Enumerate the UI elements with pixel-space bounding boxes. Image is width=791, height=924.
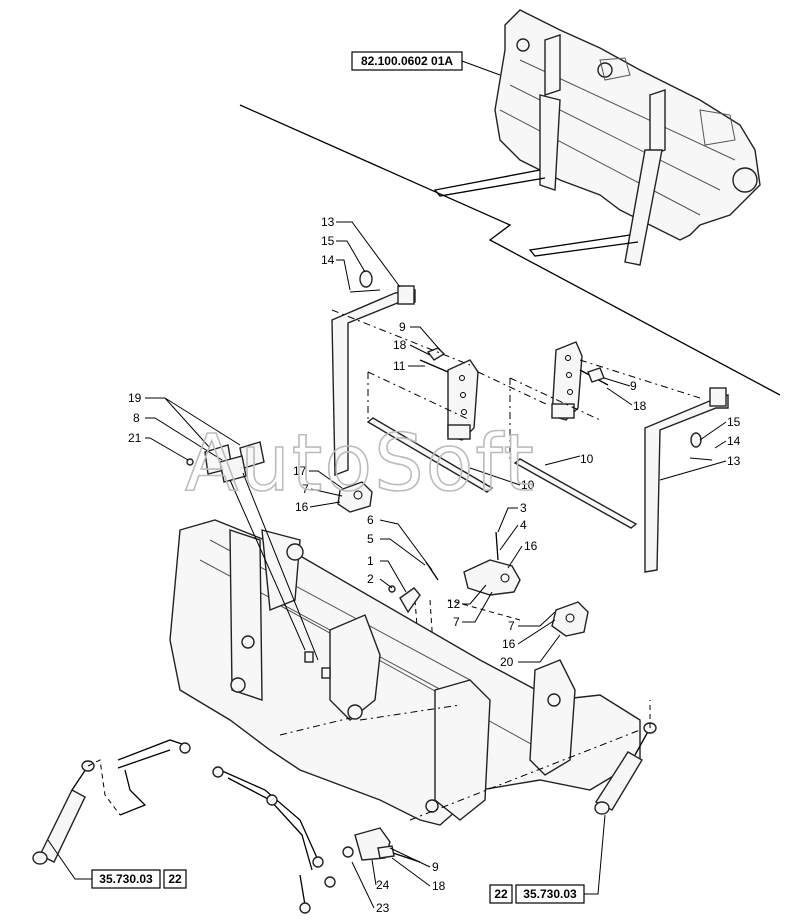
left-fork-tine bbox=[331, 270, 416, 477]
callout-16-right: 16 bbox=[502, 637, 516, 651]
callout-18-bottom: 18 bbox=[432, 879, 446, 893]
callout-7-center: 7 bbox=[453, 615, 460, 629]
callout-9-bottom: 9 bbox=[432, 860, 439, 874]
latch-center bbox=[463, 531, 521, 596]
right-mounting-bracket bbox=[551, 341, 583, 421]
wear-pads bbox=[186, 441, 265, 483]
callout-11: 11 bbox=[393, 359, 406, 373]
callout-23: 23 bbox=[376, 901, 390, 915]
callout-12: 12 bbox=[447, 597, 461, 611]
callout-17: 17 bbox=[293, 464, 307, 478]
callout-8: 8 bbox=[133, 411, 140, 425]
main-bucket bbox=[169, 519, 641, 826]
bottom-latch bbox=[342, 827, 421, 863]
left-mounting-bracket bbox=[447, 359, 479, 441]
svg-text:22: 22 bbox=[168, 872, 182, 886]
callout-15-right: 15 bbox=[727, 415, 741, 429]
callout-20: 20 bbox=[500, 655, 514, 669]
callout-21: 21 bbox=[128, 431, 142, 445]
callout-7-right: 7 bbox=[508, 619, 515, 633]
callout-10-right: 10 bbox=[580, 452, 594, 466]
callout-1: 1 bbox=[367, 554, 374, 568]
reference-box-right: 22 35.730.03 bbox=[489, 814, 606, 904]
callout-7-left: 7 bbox=[302, 482, 309, 496]
watermark-text: AutoSoft bbox=[185, 419, 536, 509]
right-fork-tine bbox=[644, 387, 729, 573]
svg-text:35.730.03: 35.730.03 bbox=[99, 872, 153, 886]
svg-text:35.730.03: 35.730.03 bbox=[523, 887, 577, 901]
svg-text:22: 22 bbox=[494, 887, 508, 901]
latch-right bbox=[551, 601, 589, 637]
cylinder-left bbox=[32, 760, 95, 865]
callout-6: 6 bbox=[367, 513, 374, 527]
callout-10-left: 10 bbox=[521, 478, 535, 492]
callout-2: 2 bbox=[367, 572, 374, 586]
callout-9-left: 9 bbox=[399, 320, 406, 334]
assembly-line-left bbox=[331, 309, 549, 422]
reference-box-top: 82.100.0602 01A bbox=[351, 51, 501, 76]
callout-16-center: 16 bbox=[524, 539, 538, 553]
leader-wear-pad bbox=[229, 472, 319, 661]
spring-right-9 bbox=[587, 367, 605, 383]
callouts: 13 15 14 9 18 11 9 18 15 14 13 19 8 21 1… bbox=[128, 215, 741, 915]
callout-18-right: 18 bbox=[633, 399, 647, 413]
pin-left-11 bbox=[419, 359, 449, 373]
callout-5: 5 bbox=[367, 532, 374, 546]
assembly-line-right bbox=[509, 359, 701, 460]
callout-15-left: 15 bbox=[321, 234, 335, 248]
callout-24: 24 bbox=[376, 878, 390, 892]
callout-3: 3 bbox=[520, 501, 527, 515]
hydraulic-hoses bbox=[87, 700, 651, 914]
svg-text:82.100.0602 01A: 82.100.0602 01A bbox=[361, 54, 453, 68]
callout-18-left: 18 bbox=[393, 338, 407, 352]
plate-1 bbox=[399, 587, 421, 614]
shaft-right bbox=[513, 458, 638, 529]
spring-left-18 bbox=[426, 347, 446, 361]
shaft-left bbox=[366, 417, 494, 493]
callout-9-right: 9 bbox=[630, 379, 637, 393]
callout-14-left: 14 bbox=[321, 253, 335, 267]
reference-box-left: 35.730.03 22 bbox=[47, 839, 187, 889]
callout-13-right: 13 bbox=[727, 454, 741, 468]
section-separator-line bbox=[239, 104, 781, 396]
reference-fork-bucket bbox=[433, 9, 761, 266]
latch-left bbox=[337, 481, 373, 513]
callout-16-left: 16 bbox=[295, 500, 309, 514]
callout-4: 4 bbox=[520, 518, 527, 532]
callout-14-right: 14 bbox=[727, 434, 741, 448]
callout-19: 19 bbox=[128, 391, 142, 405]
callout-13-left: 13 bbox=[321, 215, 335, 229]
